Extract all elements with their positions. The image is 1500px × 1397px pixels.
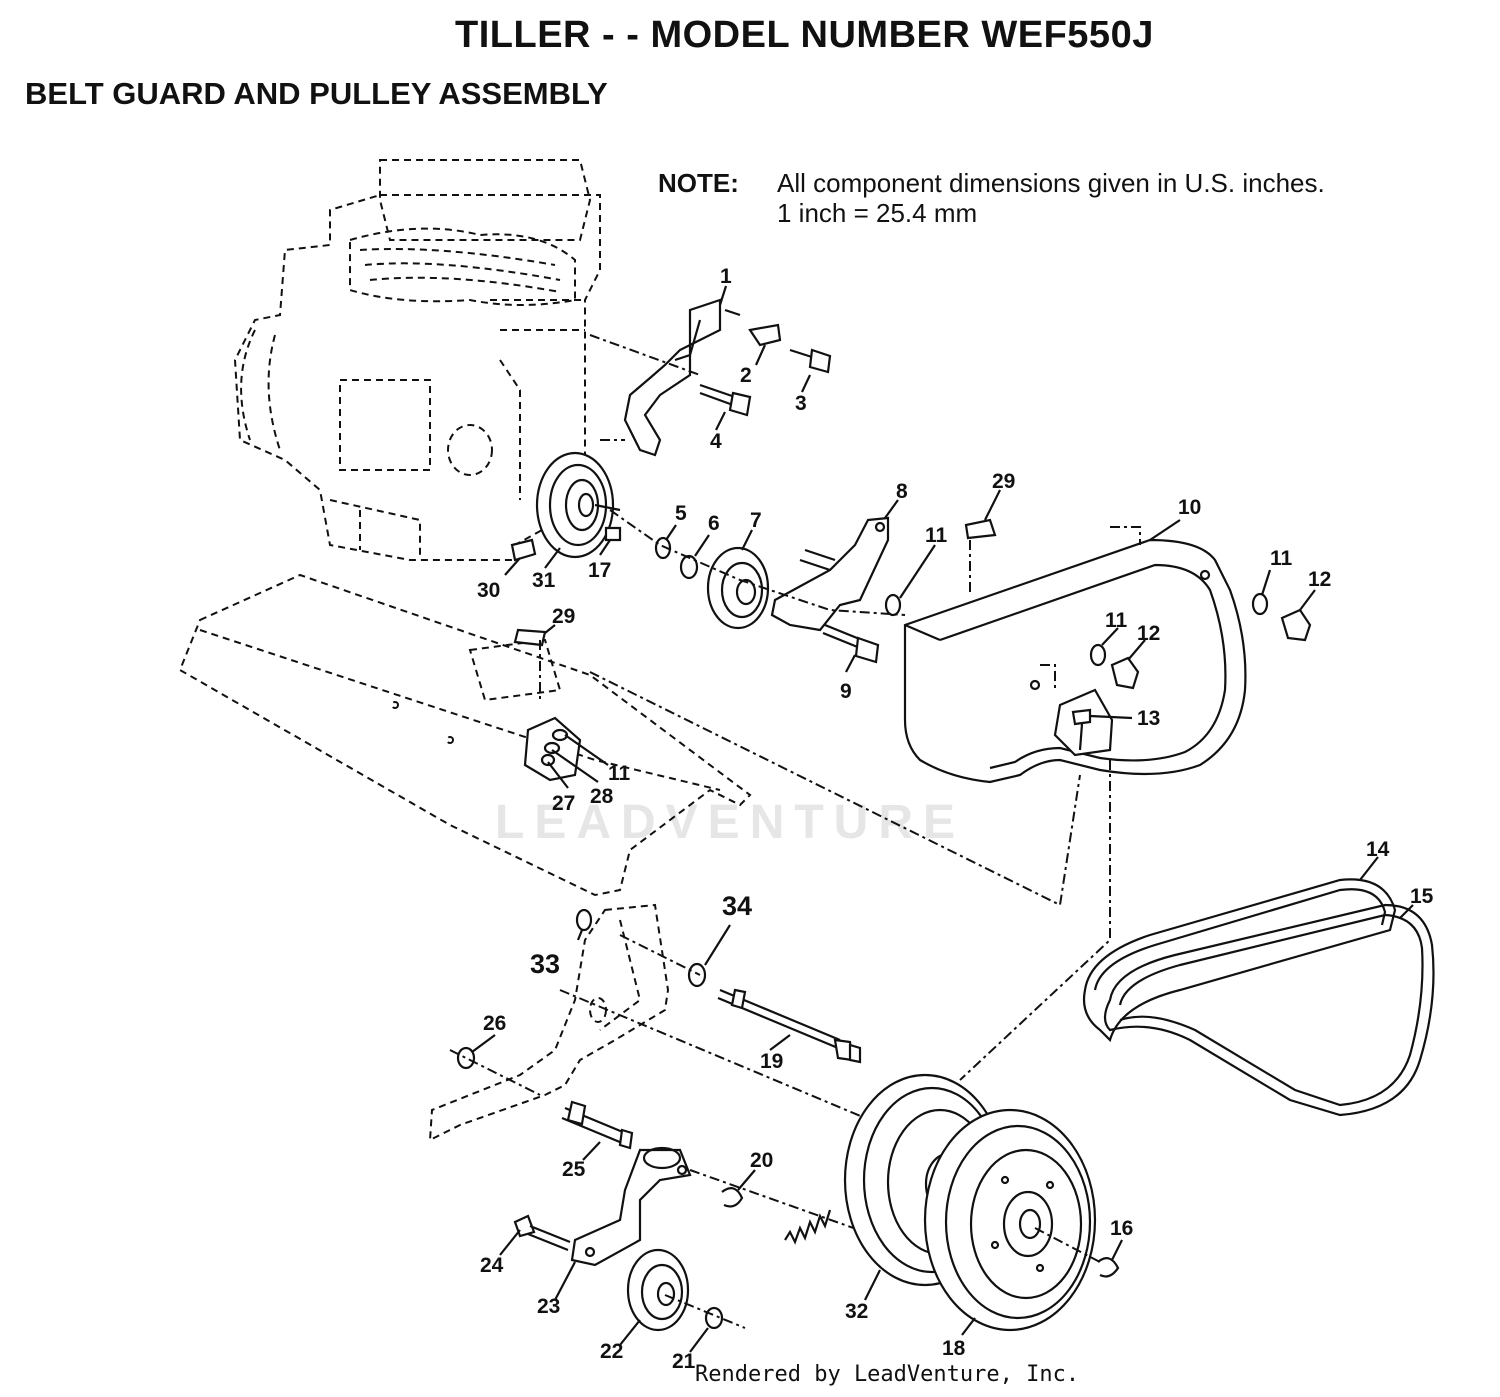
callout-12-center: 12 bbox=[1137, 622, 1160, 645]
tension-spring bbox=[784, 1209, 832, 1245]
nut-21 bbox=[704, 1306, 724, 1330]
callout-13: 13 bbox=[1137, 707, 1160, 730]
idler-pulley-22 bbox=[626, 1248, 690, 1332]
shaft-stub bbox=[594, 503, 621, 512]
callout-25: 25 bbox=[562, 1158, 586, 1181]
callout-29-upper: 29 bbox=[992, 470, 1015, 493]
callout-34: 34 bbox=[722, 891, 752, 921]
clip-20 bbox=[721, 1187, 744, 1208]
callout-30: 30 bbox=[477, 579, 500, 602]
tine-pulley-18 bbox=[923, 1108, 1097, 1332]
note-label: NOTE: bbox=[658, 168, 739, 198]
callout-28: 28 bbox=[590, 785, 614, 808]
callout-27: 27 bbox=[552, 792, 575, 815]
engine-outline bbox=[233, 159, 601, 561]
washer-33 bbox=[575, 908, 593, 932]
page-subtitle: BELT GUARD AND PULLEY ASSEMBLY bbox=[25, 76, 608, 111]
bolt-4 bbox=[699, 383, 752, 417]
engine-pulley-31 bbox=[535, 451, 615, 559]
callout-1: 1 bbox=[720, 265, 732, 288]
callout-11-center: 11 bbox=[1105, 609, 1128, 632]
acorn-nut-12-right bbox=[1280, 608, 1312, 642]
acorn-nut-12-center bbox=[1110, 656, 1140, 690]
washer-34 bbox=[687, 962, 707, 988]
clip-16 bbox=[1097, 1257, 1120, 1278]
callout-24: 24 bbox=[480, 1254, 504, 1277]
clip-29-lower bbox=[513, 628, 547, 647]
callout-14: 14 bbox=[1366, 838, 1390, 861]
support-bracket-outline bbox=[428, 903, 670, 1142]
washer-6 bbox=[679, 554, 699, 580]
idler-arm-8 bbox=[770, 516, 890, 632]
clip-2 bbox=[748, 323, 782, 347]
belt-15 bbox=[1103, 903, 1435, 1117]
callout-22: 22 bbox=[600, 1340, 623, 1363]
callout-5: 5 bbox=[675, 502, 687, 525]
callout-6: 6 bbox=[708, 512, 720, 535]
washer-5 bbox=[654, 536, 672, 560]
bolt-24 bbox=[513, 1214, 571, 1252]
washer-11-right bbox=[1251, 592, 1269, 616]
washer-26 bbox=[456, 1046, 476, 1070]
leader-lines bbox=[471, 285, 1414, 1353]
washer-11-center bbox=[1089, 643, 1107, 667]
callout-11-bracket: 11 bbox=[608, 762, 631, 785]
idler-arm-23 bbox=[570, 1146, 692, 1267]
idler-pulley-7 bbox=[706, 546, 770, 630]
callout-33: 33 bbox=[530, 949, 560, 979]
shaft-25 bbox=[561, 1100, 634, 1150]
bolt-9 bbox=[822, 623, 880, 664]
callout-11-right: 11 bbox=[1270, 547, 1293, 570]
callout-8: 8 bbox=[896, 480, 908, 503]
callout-31: 31 bbox=[532, 569, 556, 592]
clip-29-upper bbox=[964, 518, 997, 540]
callout-9: 9 bbox=[840, 680, 852, 703]
callout-26: 26 bbox=[483, 1012, 506, 1035]
callout-19: 19 bbox=[760, 1050, 783, 1073]
screw-3 bbox=[789, 348, 832, 374]
callout-15: 15 bbox=[1410, 885, 1434, 908]
callout-4: 4 bbox=[710, 430, 722, 453]
callout-2: 2 bbox=[740, 364, 752, 387]
callout-16: 16 bbox=[1110, 1217, 1133, 1240]
note-line-2: 1 inch = 25.4 mm bbox=[777, 198, 978, 228]
washer-11-arm bbox=[884, 593, 902, 617]
key-17 bbox=[604, 526, 622, 542]
belt-guard-10 bbox=[903, 538, 1247, 784]
callout-11-arm: 11 bbox=[925, 524, 948, 547]
note-line-1: All component dimensions given in U.S. i… bbox=[777, 168, 1325, 198]
callout-17: 17 bbox=[588, 559, 611, 582]
callout-12-right: 12 bbox=[1308, 568, 1331, 591]
callout-7: 7 bbox=[750, 509, 762, 532]
setscrew-30 bbox=[510, 538, 537, 562]
bracket-1 bbox=[623, 298, 722, 457]
tine-shield-outline bbox=[178, 573, 752, 897]
page-title: TILLER - - MODEL NUMBER WEF550J bbox=[455, 14, 1154, 56]
callout-20: 20 bbox=[750, 1149, 773, 1172]
callout-18: 18 bbox=[942, 1337, 966, 1360]
callout-10: 10 bbox=[1178, 496, 1201, 519]
callout-32: 32 bbox=[845, 1300, 868, 1323]
callout-23: 23 bbox=[537, 1295, 560, 1318]
callout-3: 3 bbox=[795, 392, 807, 415]
shaft-19 bbox=[717, 988, 862, 1064]
mounting-bracket-27-28 bbox=[523, 716, 582, 782]
watermark-text: LEADVENTURE bbox=[495, 796, 966, 849]
belt-14 bbox=[1082, 878, 1397, 1043]
callout-21: 21 bbox=[672, 1350, 696, 1373]
screw-13 bbox=[1071, 708, 1092, 751]
footer-credit: Rendered by LeadVenture, Inc. bbox=[695, 1362, 1080, 1387]
callout-29-lower: 29 bbox=[552, 605, 575, 628]
